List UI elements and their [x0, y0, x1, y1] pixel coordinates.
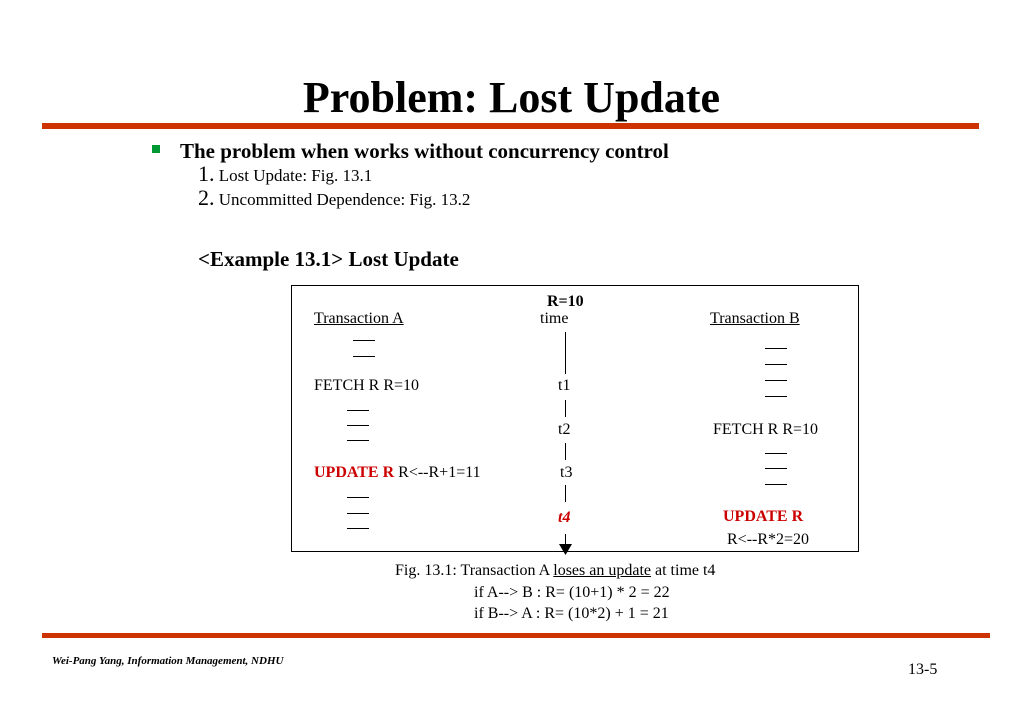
idle-dash	[765, 396, 787, 397]
slide-title: Problem: Lost Update	[302, 73, 721, 122]
initial-value: R=10	[547, 293, 584, 310]
timeline-segment	[565, 485, 566, 502]
update-expression: R<--R+1=11	[398, 464, 481, 481]
time-label-t1: t1	[558, 377, 571, 394]
bottom-divider	[42, 633, 990, 638]
idle-dash	[765, 468, 787, 469]
transaction-a-update: UPDATE R R<--R+1=11	[314, 464, 481, 482]
list-item-number: 2.	[198, 185, 215, 210]
timeline-segment	[565, 534, 566, 546]
caption-emphasis: loses an update	[553, 562, 651, 579]
timeline-arrow-icon	[559, 544, 572, 555]
time-label-t4: t4	[558, 509, 571, 526]
caption-order-ab: if A--> B : R= (10+1) * 2 = 22	[474, 584, 670, 601]
transaction-b-header: Transaction B	[710, 310, 800, 327]
idle-dash	[765, 364, 787, 365]
list-item-text: Uncommitted Dependence: Fig. 13.2	[218, 190, 471, 209]
idle-dash	[347, 425, 369, 426]
caption-order-ba: if B--> A : R= (10*2) + 1 = 21	[474, 605, 669, 622]
update-keyword: UPDATE R	[314, 464, 395, 481]
list-item: 1. Lost Update: Fig. 13.1	[198, 161, 372, 187]
list-item-text: Lost Update: Fig. 13.1	[218, 166, 373, 185]
timeline-segment	[565, 443, 566, 460]
idle-dash	[347, 513, 369, 514]
bullet-heading: The problem when works without concurren…	[180, 139, 669, 163]
idle-dash	[353, 340, 375, 341]
idle-dash	[347, 528, 369, 529]
caption-suffix: at time t4	[651, 562, 716, 579]
time-header: time	[540, 310, 569, 327]
square-bullet-icon	[152, 145, 160, 153]
timeline-segment	[565, 332, 566, 374]
figure-caption: Fig. 13.1: Transaction A loses an update…	[395, 562, 715, 580]
idle-dash	[765, 348, 787, 349]
idle-dash	[347, 440, 369, 441]
transaction-b-update-keyword: UPDATE R	[723, 508, 804, 525]
time-label-t3: t3	[560, 464, 573, 481]
footer-author: Wei-Pang Yang, Information Management, N…	[52, 655, 284, 667]
timeline-segment	[565, 400, 566, 417]
transaction-b-update-expression: R<--R*2=20	[727, 531, 810, 548]
list-item-number: 1.	[198, 161, 215, 186]
example-title: <Example 13.1> Lost Update	[198, 247, 459, 271]
idle-dash	[353, 356, 375, 357]
list-item: 2. Uncommitted Dependence: Fig. 13.2	[198, 185, 470, 211]
idle-dash	[347, 497, 369, 498]
transaction-a-header: Transaction A	[314, 310, 404, 327]
time-label-t2: t2	[558, 421, 571, 438]
idle-dash	[765, 453, 787, 454]
idle-dash	[765, 484, 787, 485]
caption-prefix: Fig. 13.1: Transaction A	[395, 562, 554, 579]
top-divider	[42, 123, 979, 129]
transaction-b-fetch: FETCH R R=10	[713, 421, 819, 438]
idle-dash	[347, 410, 369, 411]
page-number: 13-5	[908, 661, 938, 678]
idle-dash	[765, 380, 787, 381]
transaction-a-fetch: FETCH R R=10	[314, 377, 420, 394]
lost-update-diagram	[291, 285, 859, 552]
